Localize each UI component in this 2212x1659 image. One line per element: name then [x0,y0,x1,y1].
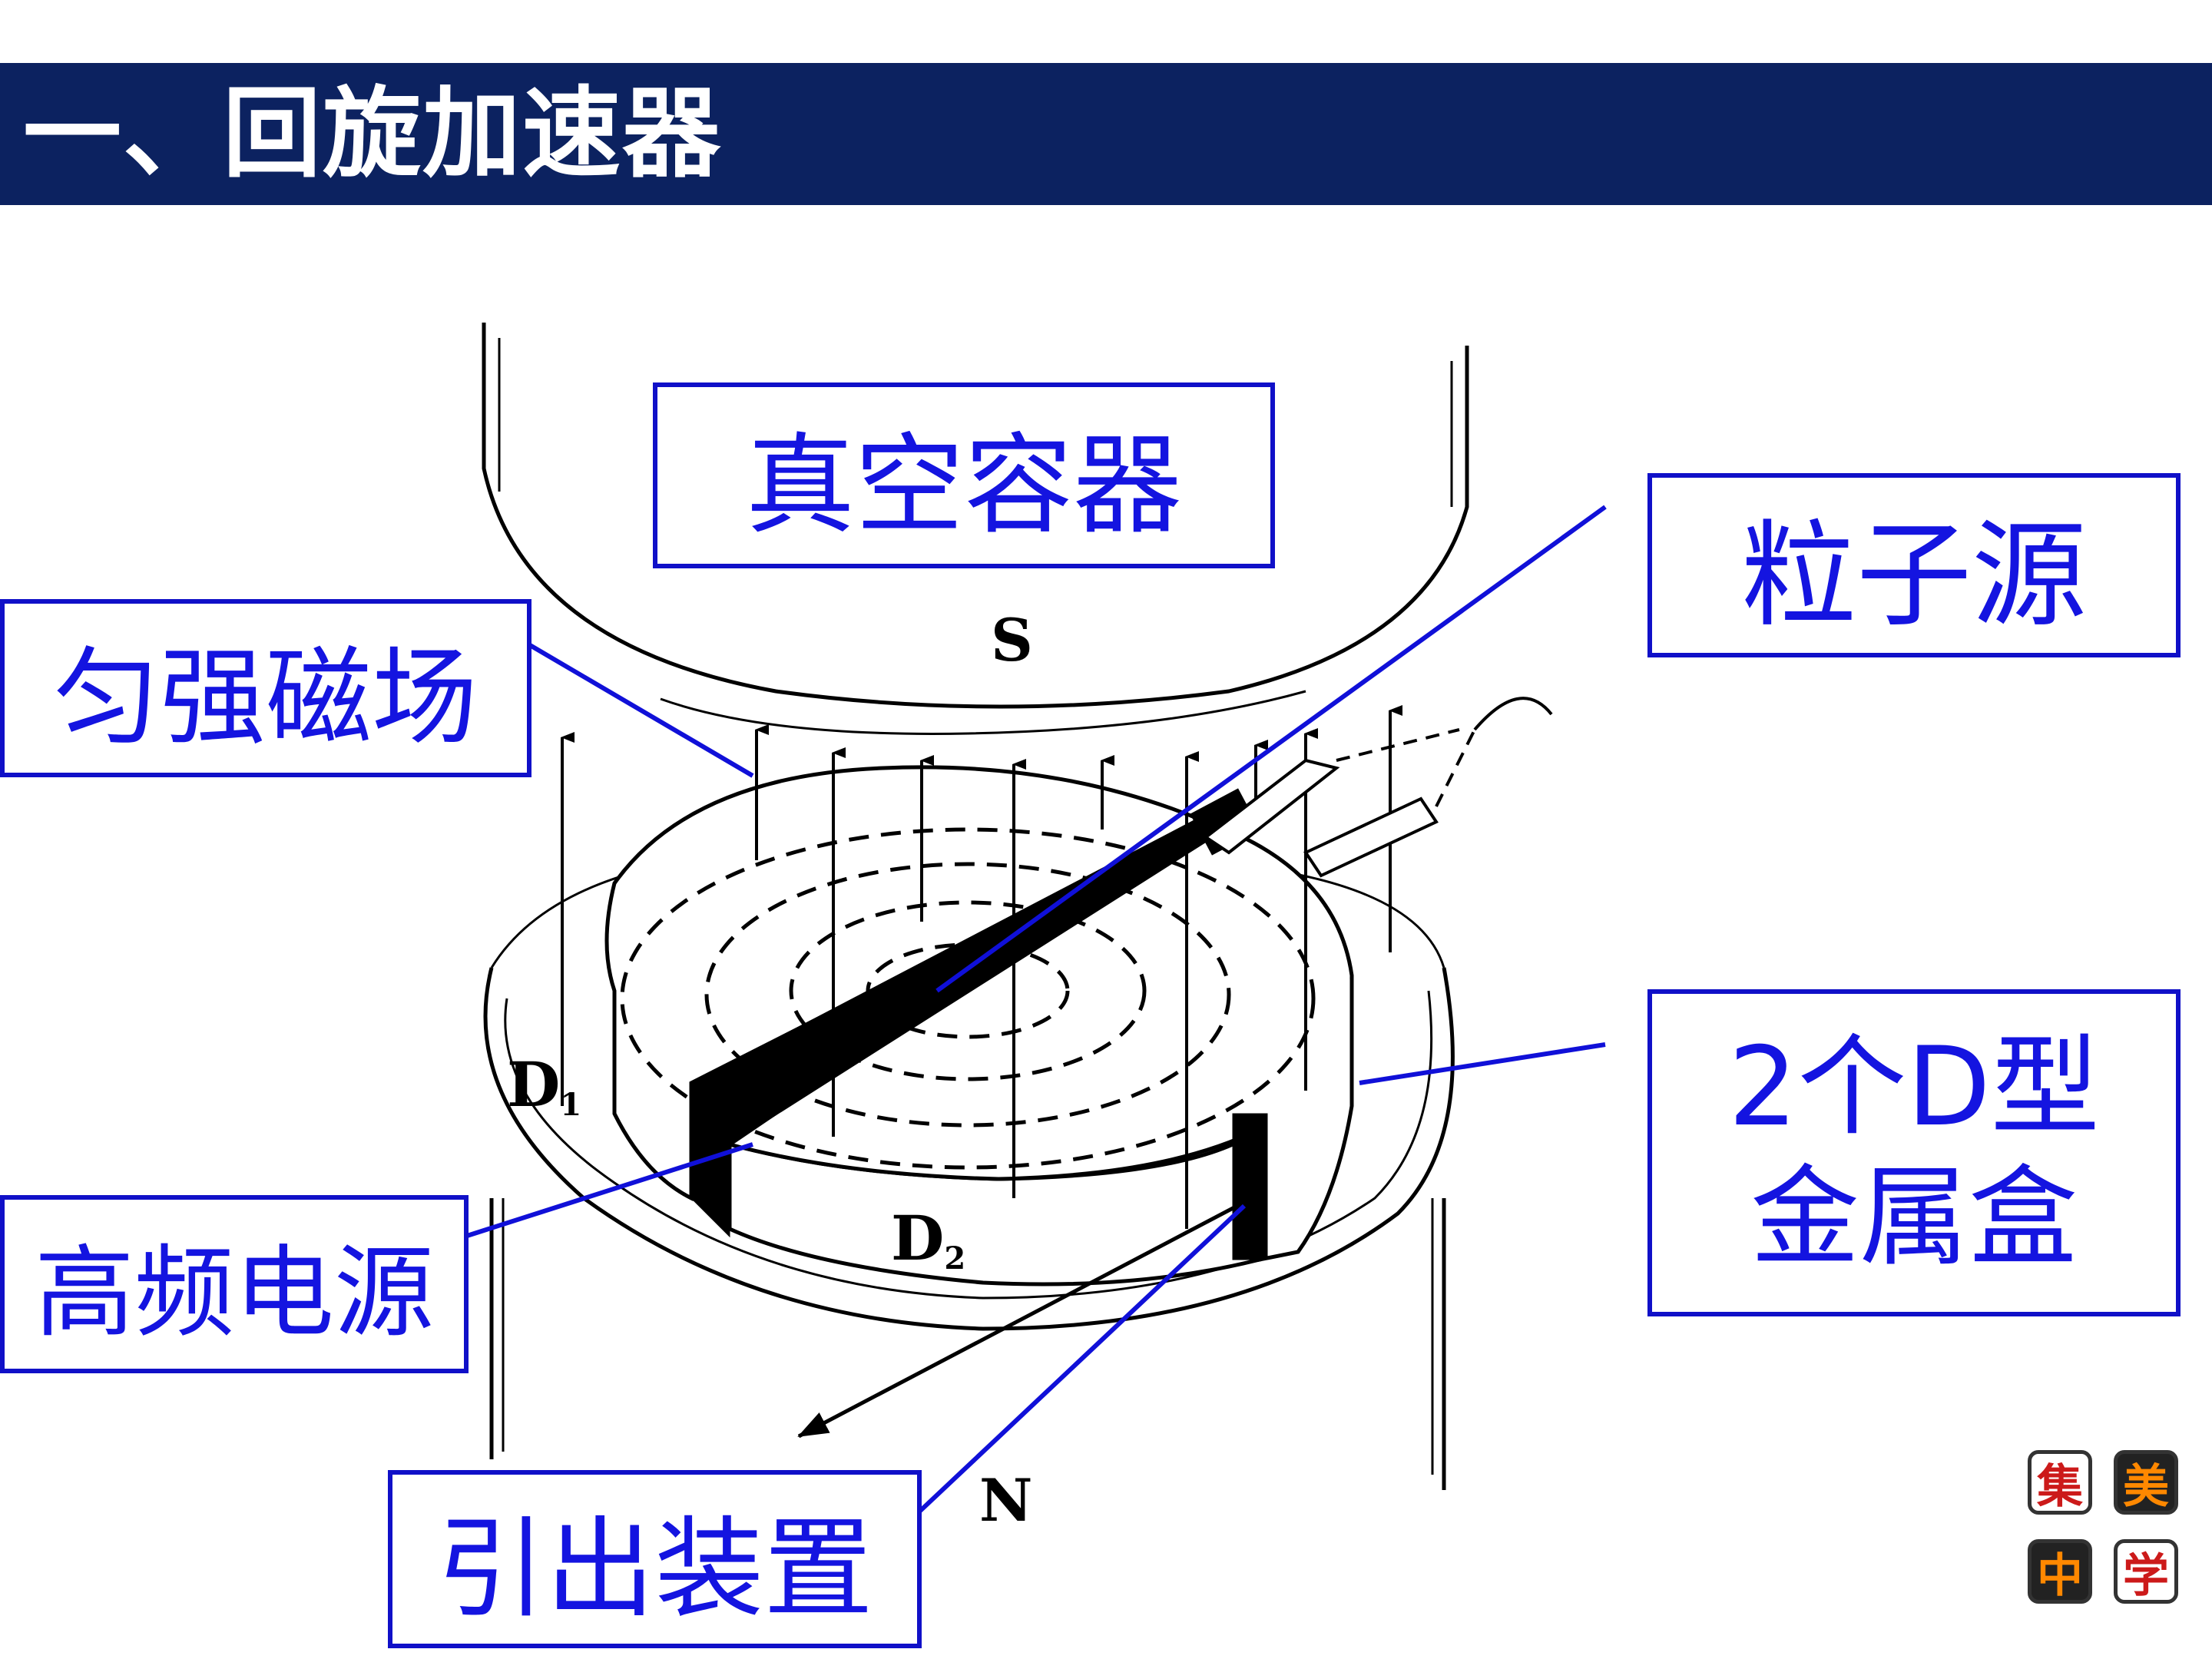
dee-boxes [604,765,1354,1286]
dee-2-label: D2 [891,1202,965,1277]
dee-1-shape [604,765,1210,1202]
upper-magnet-pole [482,323,1469,735]
logo-tile-4: 学 [2114,1539,2178,1604]
label-hf-power-text: 高频电源 [34,1234,434,1351]
logo-tile-1: 集 [2028,1450,2092,1515]
title-bar: 一、回旋加速器 [0,63,2212,205]
dee-1-label: D1 [507,1048,581,1123]
leader-dees [1359,1042,1606,1085]
hf-wires [1203,697,1553,878]
label-dees: 2个D型 金属盒 [1647,989,2181,1316]
logo-tile-2: 美 [2114,1450,2178,1515]
label-dees-line2: 金属盒 [1750,1154,2078,1281]
label-particle-source: 粒子源 [1647,473,2181,657]
pole-s-label: S [991,606,1033,674]
extraction-beam [797,1196,1253,1439]
label-vacuum-container-text: 真空容器 [746,422,1182,549]
particle-orbits [620,827,1316,1170]
leader-extraction [916,1204,1247,1515]
pole-n-label: N [979,1466,1032,1535]
label-hf-power: 高频电源 [0,1195,469,1373]
label-extraction-text: 引出装置 [436,1506,873,1633]
lower-magnet-pole [483,851,1455,1490]
label-dees-line1: 2个D型 [1728,1023,2100,1151]
label-vacuum-container: 真空容器 [653,382,1275,568]
leader-hf-power [464,1142,753,1239]
label-uniform-field: 匀强磁场 [0,599,531,777]
label-uniform-field-text: 匀强磁场 [53,636,478,760]
label-extraction: 引出装置 [388,1470,922,1648]
leader-particle-source [935,505,1607,993]
logo-tile-3: 中 [2028,1539,2092,1604]
leader-uniform-field [528,643,754,778]
label-leader-lines [464,505,1607,1515]
slide-title: 一、回旋加速器 [23,77,723,191]
label-particle-source-text: 粒子源 [1740,508,2087,643]
